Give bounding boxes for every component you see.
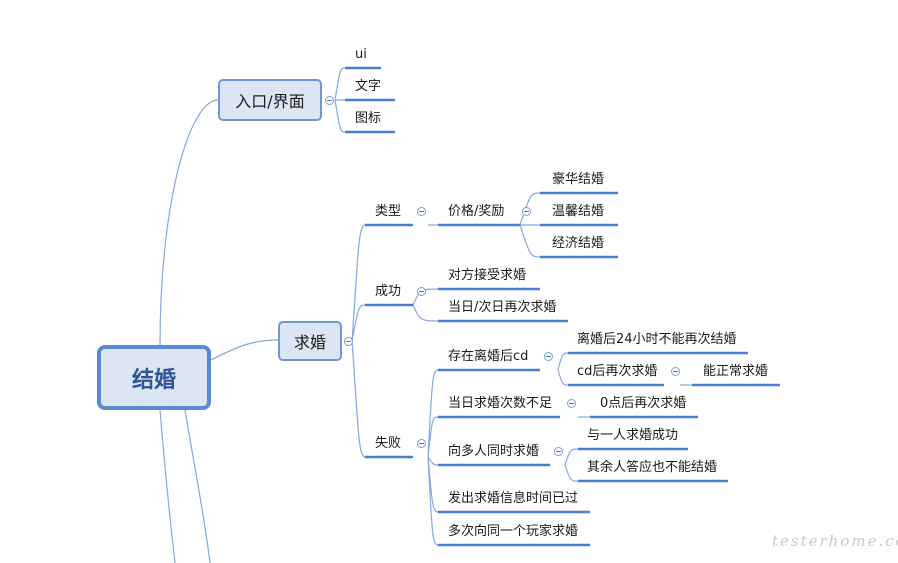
connector-price-3 bbox=[519, 224, 541, 258]
connector-failure-multi bbox=[427, 456, 439, 466]
leaf-timeout[interactable]: 发出求婚信息时间已过 bbox=[448, 491, 579, 506]
node-failure[interactable]: 失败 bbox=[375, 436, 402, 451]
node-price-reward[interactable]: 价格/奖励 bbox=[448, 204, 505, 219]
leaf-after-midnight[interactable]: 0点后再次求婚 bbox=[600, 396, 687, 411]
leaf-one-success[interactable]: 与一人求婚成功 bbox=[587, 428, 679, 443]
collapse-icon[interactable] bbox=[417, 207, 426, 216]
connector-entry-ui bbox=[334, 67, 346, 101]
connector-propose-success bbox=[351, 304, 366, 342]
connector-root-propose bbox=[210, 339, 279, 361]
collapse-icon[interactable] bbox=[671, 367, 680, 376]
node-multi-propose[interactable]: 向多人同时求婚 bbox=[448, 444, 540, 459]
leaf-icon[interactable]: 图标 bbox=[355, 111, 382, 126]
leaf-repropose[interactable]: 当日/次日再次求婚 bbox=[448, 300, 557, 315]
branch-propose-node[interactable]: 求婚 bbox=[278, 321, 342, 361]
connector-root-down-1 bbox=[159, 409, 176, 563]
leaf-ui[interactable]: ui bbox=[355, 47, 367, 62]
leaf-text[interactable]: 文字 bbox=[355, 79, 382, 94]
collapse-icon[interactable] bbox=[544, 352, 553, 361]
connector-root-entry bbox=[159, 99, 219, 346]
collapse-icon[interactable] bbox=[325, 96, 334, 105]
leaf-economy-wedding[interactable]: 经济结婚 bbox=[552, 236, 605, 251]
node-success[interactable]: 成功 bbox=[375, 284, 402, 299]
connector-multi-2 bbox=[564, 464, 579, 482]
connector-propose-type bbox=[351, 224, 366, 342]
collapse-icon[interactable] bbox=[554, 447, 563, 456]
leaf-repeat[interactable]: 多次向同一个玩家求婚 bbox=[448, 524, 579, 539]
connector-failure-cd bbox=[427, 369, 439, 458]
connector-price-1 bbox=[519, 192, 541, 226]
leaf-divorce-24h[interactable]: 离婚后24小时不能再次结婚 bbox=[577, 332, 737, 347]
leaf-underlines bbox=[345, 66, 780, 547]
leaf-luxury-wedding[interactable]: 豪华结婚 bbox=[552, 172, 605, 187]
leaf-accept[interactable]: 对方接受求婚 bbox=[448, 268, 527, 283]
collapse-icon[interactable] bbox=[522, 207, 531, 216]
node-type[interactable]: 类型 bbox=[375, 204, 402, 219]
leaf-others-cannot[interactable]: 其余人答应也不能结婚 bbox=[587, 460, 718, 475]
connector-success-2 bbox=[412, 304, 439, 322]
leaf-cozy-wedding[interactable]: 温馨结婚 bbox=[552, 204, 605, 219]
leaf-after-cd[interactable]: cd后再次求婚 bbox=[577, 364, 658, 379]
root-node[interactable]: 结婚 bbox=[97, 345, 211, 410]
collapse-icon[interactable] bbox=[344, 337, 353, 346]
connector-root-down-2 bbox=[184, 409, 211, 563]
connector-failure-repeat bbox=[427, 456, 439, 546]
leaf-normal-propose[interactable]: 能正常求婚 bbox=[703, 364, 769, 379]
node-divorce-cd[interactable]: 存在离婚后cd bbox=[448, 349, 529, 364]
connector-multi-1 bbox=[564, 448, 579, 466]
collapse-icon[interactable] bbox=[567, 399, 576, 408]
connector-failure-daily bbox=[427, 416, 439, 458]
collapse-icon[interactable] bbox=[417, 439, 426, 448]
connector-cd-2 bbox=[557, 369, 569, 386]
watermark: testerhome.com bbox=[772, 532, 898, 550]
connector-entry-icon bbox=[334, 99, 346, 133]
connector-cd-1 bbox=[557, 352, 569, 371]
branch-entry-node[interactable]: 入口/界面 bbox=[218, 79, 322, 121]
connector-propose-failure bbox=[351, 340, 366, 458]
collapse-icon[interactable] bbox=[417, 287, 426, 296]
node-daily-limit[interactable]: 当日求婚次数不足 bbox=[448, 396, 553, 411]
